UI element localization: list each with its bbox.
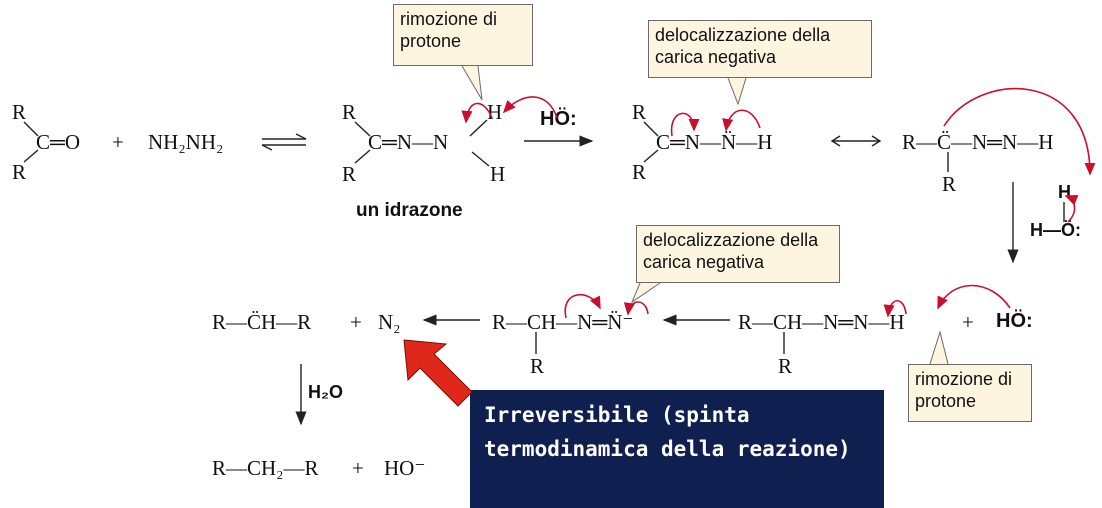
curved-arrow-CN-bond-2 [564, 294, 601, 319]
callout-delocalization-2: delocalizzazione della carica negativa [636, 225, 840, 283]
hydrazone-H-top: H [487, 100, 503, 124]
bond-ketone-bottom [23, 149, 39, 163]
anion3-chain: R—CH—N═N̈⁻ [492, 310, 634, 334]
hydrazone-chain: C═N—N [368, 130, 449, 154]
hydroxide-base-1: HÖ: [540, 108, 577, 130]
plus-sign-4: + [352, 456, 364, 480]
curved-arrow-N-lone-pair-2 [623, 301, 649, 316]
curved-arrow-NH-bond-2 [883, 299, 907, 318]
irreversible-note: Irreversibile (spinta termodinamica dell… [470, 390, 884, 508]
bond-anion1-R-top [643, 121, 659, 137]
curved-arrow-carbanion-to-water [943, 87, 1096, 176]
hydrazine: NH₂NH₂ [148, 130, 224, 154]
callout-pointer-4 [929, 330, 949, 365]
anion1-R-top: R [632, 100, 647, 124]
ketone-R-bottom: R [12, 160, 27, 184]
hydrazone-label: un idrazone [356, 200, 463, 221]
water-label: H₂O [308, 382, 343, 402]
callout-pointer-1 [461, 65, 483, 101]
callout-proton-removal-2: rimozione di protone [908, 364, 1032, 422]
hydroxide-base-2: HÖ: [996, 310, 1033, 332]
curved-arrow-NH-bond [461, 102, 493, 124]
bond-N-H-bottom [471, 151, 490, 167]
pointer-arrow-icon [403, 339, 473, 407]
curved-arrow-OH-bond [1064, 194, 1079, 223]
hydrazone-R-top: R [342, 100, 357, 124]
bond-N-H-top [469, 119, 488, 137]
alkane-product: R—CH₂—R [212, 456, 319, 480]
anion1-chain: C═N—N̈—H [656, 130, 773, 154]
anion2-R-bottom: R [942, 172, 957, 196]
anion2-chain: R—C̈—N═N—H [902, 130, 1054, 154]
bond-ketone-top [23, 121, 39, 137]
callout-delocalization-1: delocalizzazione della carica negativa [648, 20, 872, 78]
intermediate-R: R [778, 354, 793, 378]
hydroxide-product: HO⁻ [384, 456, 426, 480]
curved-arrow-base-attack-2 [937, 284, 1011, 310]
hydrazone-R-bottom: R [342, 162, 357, 186]
bond-anion1-R-bottom [643, 149, 659, 163]
callout-pointer-2 [727, 77, 747, 106]
plus-sign-3: + [962, 310, 974, 334]
callout-pointer-3 [630, 282, 661, 304]
plus-sign-2: + [350, 310, 362, 334]
carbonyl-group: C═O [36, 130, 81, 154]
nitrogen-gas: N₂ [378, 310, 401, 334]
curved-arrow-CN-bond [670, 112, 700, 137]
plus-sign-1: + [112, 130, 124, 154]
intermediate-chain: R—CH—N═N—H [738, 310, 905, 334]
hydrazone-H-bottom: H [490, 162, 506, 186]
bond-hydrazone-R-bottom [354, 149, 371, 164]
water-OH: H—Ö: [1030, 220, 1081, 240]
resonance-arrow [830, 135, 882, 147]
ketone-R-top: R [12, 100, 27, 124]
equilibrium-arrow [261, 133, 307, 151]
anion3-R: R [530, 354, 545, 378]
curved-arrow-base-attack [502, 96, 558, 119]
curved-arrow-N-lone-pair [722, 109, 761, 132]
bond-hydrazone-R-top [354, 121, 371, 137]
callout-proton-removal-1: rimozione di protone [393, 4, 533, 66]
anion1-R-bottom: R [632, 160, 647, 184]
carbanion: R—C̈H—R [212, 310, 312, 334]
